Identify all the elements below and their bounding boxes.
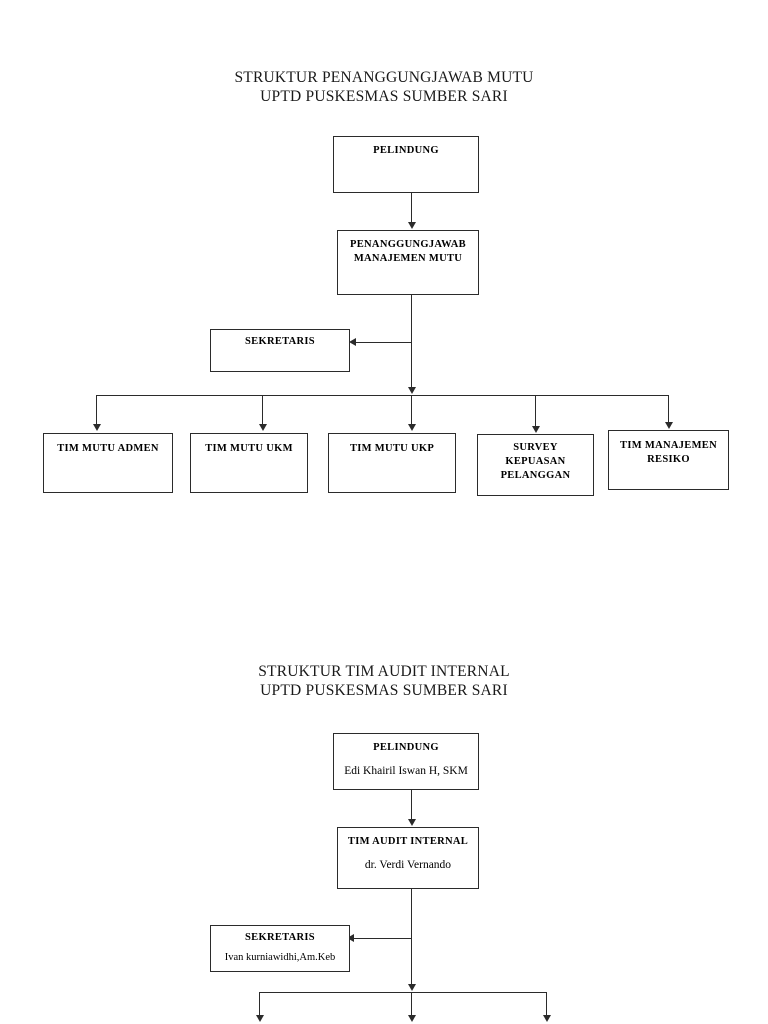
chart1-node-survey[interactable]: SURVEY KEPUASAN PELANGGAN (477, 434, 594, 496)
stem-tim-mutu-ukm (262, 395, 264, 426)
arrow-tim-mutu-ukp (408, 424, 416, 431)
stem-tim-mutu-ukp (411, 395, 413, 426)
stem-tim-manajemen-resiko (668, 395, 670, 424)
chart2-arrow-center (408, 1015, 416, 1022)
arrow-chart2-pelindung-to-audit (408, 819, 416, 826)
chart2-stem-left (259, 992, 261, 1017)
chart1-pelindung-role: PELINDUNG (373, 145, 439, 156)
arrow-tim-manajemen-resiko (665, 422, 673, 429)
connector-chart2-pelindung-to-audit (411, 790, 413, 821)
chart2-pelindung-role: PELINDUNG (373, 742, 439, 753)
chart1-penanggungjawab-role: PENANGGUNGJAWAB MANAJEMEN MUTU (350, 239, 466, 264)
chart1-node-pelindung[interactable]: PELINDUNG (333, 136, 479, 193)
chart1-node-sekretaris[interactable]: SEKRETARIS (210, 329, 350, 372)
arrow-chart2-to-sekretaris (347, 934, 354, 942)
chart2-title-line2: UPTD PUSKESMAS SUMBER SARI (260, 682, 508, 699)
chart1-tim-manajemen-resiko-role: TIM MANAJEMEN RESIKO (620, 440, 717, 465)
chart2-tim-audit-internal-person: dr. Verdi Vernando (364, 859, 452, 871)
chart1-node-tim-mutu-ukp[interactable]: TIM MUTU UKP (328, 433, 456, 493)
chart1-node-penanggungjawab[interactable]: PENANGGUNGJAWAB MANAJEMEN MUTU (337, 230, 479, 295)
chart2-arrow-right (543, 1015, 551, 1022)
chart1-survey-role: SURVEY KEPUASAN PELANGGAN (500, 442, 571, 481)
chart1-node-tim-mutu-admen[interactable]: TIM MUTU ADMEN (43, 433, 173, 493)
connector-to-sekretaris (352, 342, 412, 344)
chart2-distribution-bar (259, 992, 547, 994)
connector-chart2-to-sekretaris (350, 938, 412, 940)
chart2-tim-audit-internal-role: TIM AUDIT INTERNAL (347, 836, 469, 847)
chart2-node-tim-audit-internal[interactable]: TIM AUDIT INTERNAL dr. Verdi Vernando (337, 827, 479, 889)
chart2-node-sekretaris[interactable]: SEKRETARIS Ivan kurniawidhi,Am.Keb (210, 925, 350, 972)
chart1-node-tim-mutu-ukm[interactable]: TIM MUTU UKM (190, 433, 308, 493)
chart2-title-line1: STRUKTUR TIM AUDIT INTERNAL (258, 663, 510, 680)
chart1-tim-mutu-admen-role: TIM MUTU ADMEN (57, 443, 159, 454)
arrow-survey (532, 426, 540, 433)
connector-pj-trunk (411, 295, 413, 392)
arrow-to-sekretaris (349, 338, 356, 346)
arrow-pj-to-distribution-bar (408, 387, 416, 394)
chart2-stem-center (411, 992, 413, 1017)
chart1-distribution-bar (96, 395, 669, 397)
chart1-sekretaris-role: SEKRETARIS (245, 336, 315, 347)
arrow-pelindung-to-pj (408, 222, 416, 229)
chart1-tim-mutu-ukm-role: TIM MUTU UKM (205, 443, 293, 454)
arrow-tim-mutu-admen (93, 424, 101, 431)
chart1-title-line2: UPTD PUSKESMAS SUMBER SARI (260, 88, 508, 105)
chart2-pelindung-person: Edi Khairil Iswan H, SKM (344, 765, 468, 777)
chart2-sekretaris-person: Ivan kurniawidhi,Am.Keb (224, 952, 336, 963)
chart1-node-tim-manajemen-resiko[interactable]: TIM MANAJEMEN RESIKO (608, 430, 729, 490)
chart2-node-pelindung[interactable]: PELINDUNG Edi Khairil Iswan H, SKM (333, 733, 479, 790)
connector-pelindung-to-pj (411, 193, 413, 224)
chart2-arrow-left (256, 1015, 264, 1022)
chart1-tim-mutu-ukp-role: TIM MUTU UKP (349, 443, 435, 454)
arrow-chart2-to-distribution-bar (408, 984, 416, 991)
chart1-title-line1: STRUKTUR PENANGGUNGJAWAB MUTU (234, 69, 534, 86)
chart2-sekretaris-role: SEKRETARIS (245, 932, 315, 943)
chart2-title: STRUKTUR TIM AUDIT INTERNAL UPTD PUSKESM… (0, 662, 768, 700)
arrow-tim-mutu-ukm (259, 424, 267, 431)
stem-survey (535, 395, 537, 428)
chart1-title: STRUKTUR PENANGGUNGJAWAB MUTU UPTD PUSKE… (0, 68, 768, 106)
stem-tim-mutu-admen (96, 395, 98, 426)
chart2-stem-right (546, 992, 548, 1017)
